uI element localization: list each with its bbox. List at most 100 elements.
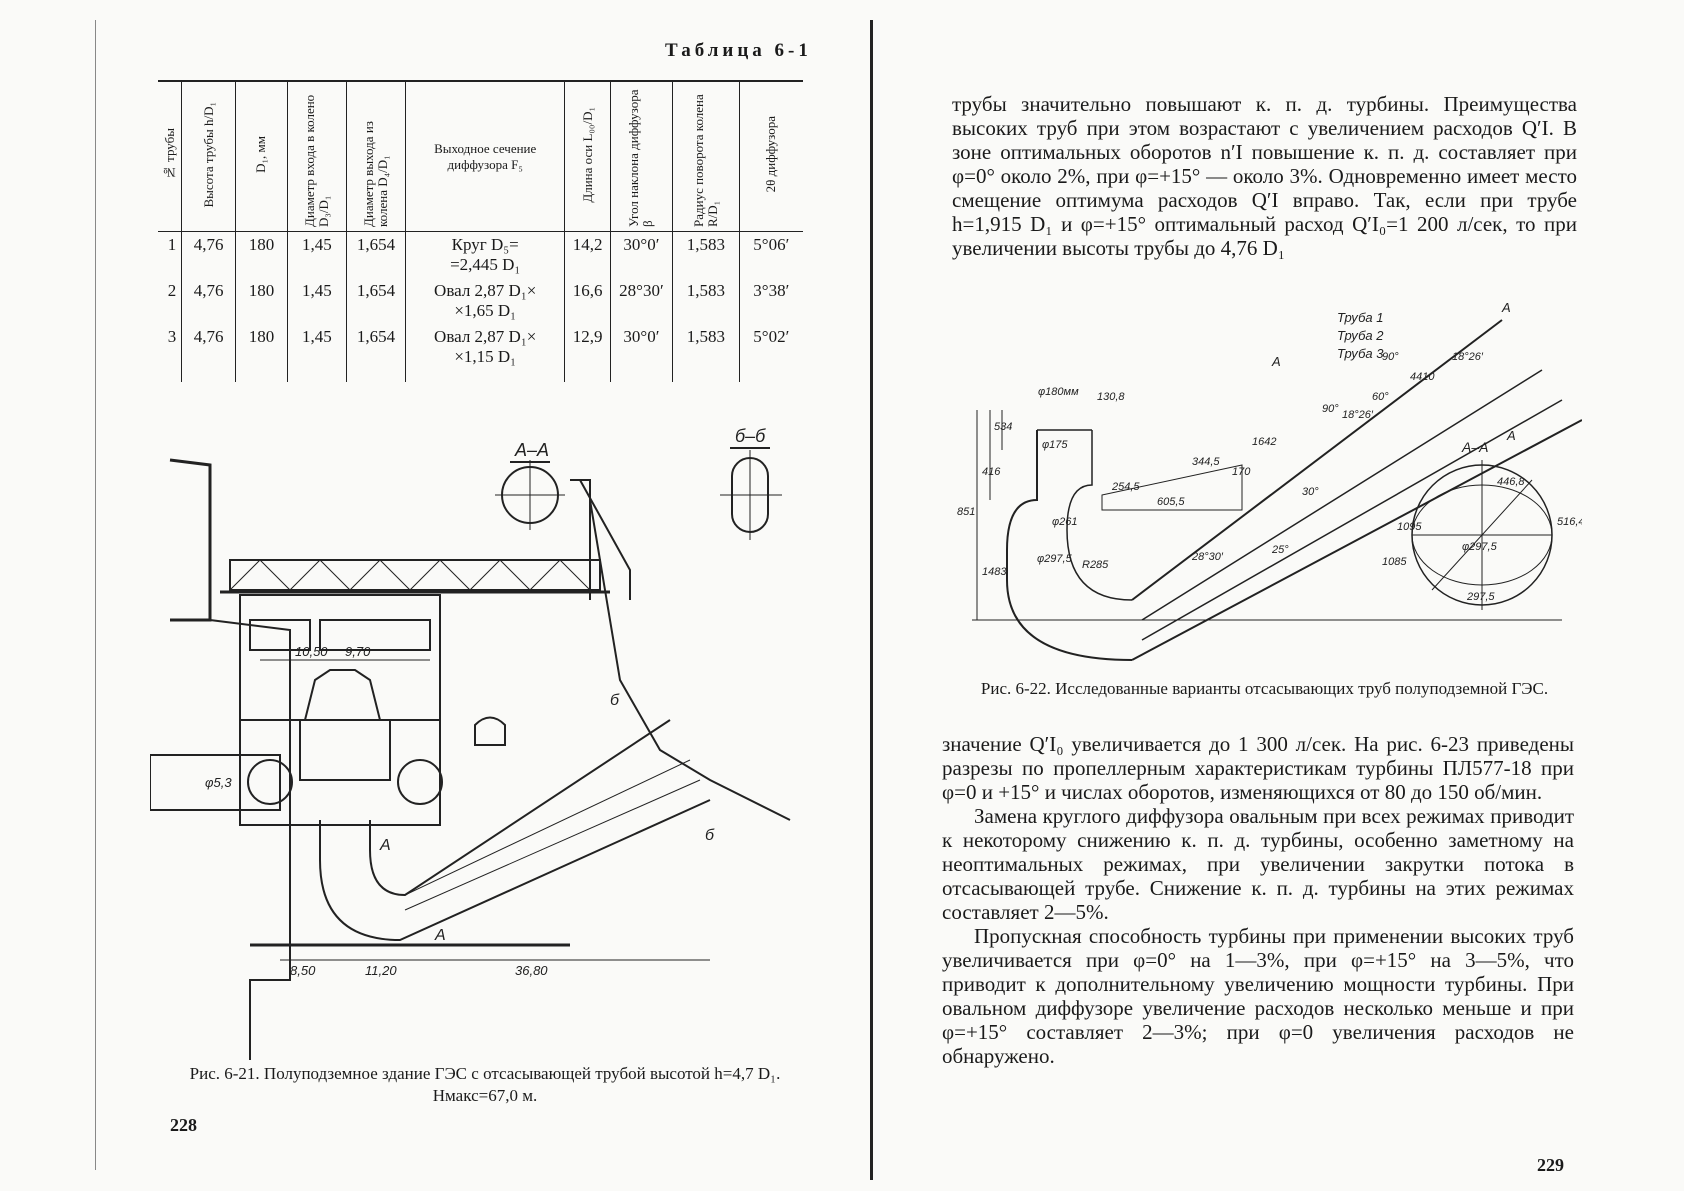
draft-tube-upper bbox=[319, 799, 711, 942]
header-cell: 2θ диффузора bbox=[738, 80, 803, 232]
table-cell: Овал 2,87 D₁× ×1,15 D₁ bbox=[405, 324, 565, 382]
table-6-1: № трубы Высота трубы h/D₁ D₁, мм Диаметр… bbox=[158, 80, 803, 382]
svg-text:446,8: 446,8 bbox=[1497, 476, 1525, 488]
section-aa-label: А–А bbox=[514, 440, 549, 460]
table-cell: 5°06′ bbox=[738, 231, 803, 278]
dimension-lines: 10,50 9,70 8,50 11,20 36,80 bbox=[260, 644, 710, 978]
table-cell: 180 bbox=[235, 324, 288, 382]
table-cell: 1,583 bbox=[672, 278, 740, 324]
svg-text:φ261: φ261 bbox=[1052, 516, 1078, 528]
svg-text:Труба 2: Труба 2 bbox=[1337, 328, 1384, 343]
rock-slope bbox=[589, 499, 791, 821]
svg-text:φ175: φ175 bbox=[1042, 439, 1068, 451]
table-cell: 1,45 bbox=[286, 278, 347, 324]
table-cell: 30°0′ bbox=[609, 231, 673, 278]
generator bbox=[303, 669, 382, 721]
svg-text:344,5: 344,5 bbox=[1192, 456, 1220, 468]
svg-text:516,4: 516,4 bbox=[1557, 516, 1582, 528]
table-cell: 1,654 bbox=[345, 231, 406, 278]
table-cell: 14,2 bbox=[564, 231, 611, 278]
right-page: трубы значительно повышают к. п. д. турб… bbox=[842, 0, 1684, 1191]
body-text: значение Q′I₀ увеличивается до 1 300 л/с… bbox=[942, 732, 1574, 1068]
svg-text:297,5: 297,5 bbox=[1466, 591, 1495, 603]
svg-text:φ5,3: φ5,3 bbox=[205, 775, 232, 790]
paragraph-3: Замена круглого диффузора овальным при в… bbox=[942, 804, 1574, 924]
table-cell: 30°0′ bbox=[609, 324, 673, 382]
svg-text:R285: R285 bbox=[1082, 559, 1109, 571]
tube-elbow-inner bbox=[1066, 430, 1133, 601]
svg-text:28°30′: 28°30′ bbox=[1191, 551, 1224, 563]
svg-text:851: 851 bbox=[957, 506, 975, 518]
paragraph-2: значение Q′I₀ увеличивается до 1 300 л/с… bbox=[942, 732, 1574, 804]
table-cell: 1,45 bbox=[286, 231, 347, 278]
draft-tube-lower bbox=[369, 719, 671, 897]
roof-truss bbox=[229, 559, 601, 591]
page-number-left: 228 bbox=[170, 1115, 197, 1135]
svg-text:36,80: 36,80 bbox=[515, 963, 548, 978]
svg-text:Труба 1: Труба 1 bbox=[1337, 310, 1383, 325]
svg-text:Труба 3: Труба 3 bbox=[1337, 346, 1384, 361]
header-cell: Радиус поворота колена R/D₁ bbox=[672, 80, 740, 232]
figure-6-21-drawing: А–А б–б φ5,3 bbox=[150, 426, 791, 1060]
table-row: 1 4,76 180 1,45 1,654 Круг D₅= =2,445 D₁… bbox=[158, 231, 803, 278]
table-cell: 1,45 bbox=[286, 324, 347, 382]
svg-text:9,70: 9,70 bbox=[345, 644, 371, 659]
left-page: Таблица 6-1 № трубы Высота трубы h/D₁ D₁… bbox=[150, 40, 808, 1135]
header-cell: D₁, мм bbox=[235, 80, 288, 232]
figure-6-21-caption: Рис. 6-21. Полуподземное здание ГЭС с от… bbox=[189, 1064, 781, 1105]
svg-text:254,5: 254,5 bbox=[1111, 481, 1140, 493]
header-cell: Угол наклона диффузора β bbox=[609, 80, 673, 232]
rock-wall-left bbox=[169, 458, 212, 622]
figure-6-22-drawing: Труба 1 Труба 2 Труба 3 А–А bbox=[957, 300, 1582, 661]
book-spine bbox=[870, 20, 873, 1180]
svg-text:605,5: 605,5 bbox=[1157, 496, 1185, 508]
svg-text:1085: 1085 bbox=[1382, 556, 1407, 568]
svg-text:8,50: 8,50 bbox=[290, 963, 316, 978]
svg-text:10,50: 10,50 bbox=[295, 644, 328, 659]
svg-text:170: 170 bbox=[1232, 466, 1251, 478]
svg-text:1095: 1095 bbox=[1397, 521, 1422, 533]
svg-text:А: А bbox=[1501, 300, 1511, 315]
svg-text:130,8: 130,8 bbox=[1097, 391, 1125, 403]
svg-text:30°: 30° bbox=[1302, 486, 1319, 498]
table-cell: 16,6 bbox=[564, 278, 611, 324]
svg-text:φ297,5: φ297,5 bbox=[1462, 541, 1498, 553]
section-aa-view: А–А bbox=[1411, 439, 1553, 610]
header-cell: Диаметр входа в колено D₃/D₁ bbox=[286, 80, 347, 232]
table-cell: 28°30′ bbox=[609, 278, 673, 324]
svg-text:φ180мм: φ180мм bbox=[1038, 386, 1079, 398]
svg-text:60°: 60° bbox=[1372, 391, 1389, 403]
table-cell: 4,76 bbox=[181, 324, 236, 382]
svg-text:φ297,5: φ297,5 bbox=[1037, 553, 1073, 565]
table-cell: 4,76 bbox=[181, 278, 236, 324]
svg-text:б: б bbox=[610, 692, 620, 709]
header-cell: Выходное сечение диффузора F₅ bbox=[405, 80, 565, 232]
powerhouse-block bbox=[239, 594, 441, 826]
table-cell: 1 bbox=[167, 235, 177, 254]
figure-6-22-caption: Рис. 6-22. Исследованные варианты отсасы… bbox=[980, 679, 1549, 698]
svg-text:90°: 90° bbox=[1322, 403, 1339, 415]
table-cell: Круг D₅= =2,445 D₁ bbox=[405, 231, 565, 278]
table-cell: Овал 2,87 D₁× ×1,65 D₁ bbox=[405, 278, 565, 324]
header-cell: Высота трубы h/D₁ bbox=[181, 80, 236, 232]
penstock bbox=[150, 754, 281, 811]
svg-text:1642: 1642 bbox=[1252, 436, 1276, 448]
table-cell: 1,583 bbox=[672, 324, 740, 382]
header-cell: Длина оси L₀₀/D₁ bbox=[564, 80, 611, 232]
page-number-right: 229 bbox=[1537, 1155, 1564, 1175]
svg-text:А: А bbox=[379, 837, 391, 854]
page-edge-line bbox=[95, 20, 96, 1170]
svg-text:1483: 1483 bbox=[982, 566, 1007, 578]
svg-text:А–А: А–А bbox=[1461, 439, 1488, 455]
svg-text:416: 416 bbox=[982, 466, 1001, 478]
table-cell: 12,9 bbox=[564, 324, 611, 382]
table-cell: 5°02′ bbox=[738, 324, 803, 382]
svg-text:А: А bbox=[434, 927, 446, 944]
svg-text:11,20: 11,20 bbox=[365, 963, 397, 978]
table-cell: 180 bbox=[235, 278, 288, 324]
tube-legend: Труба 1 Труба 2 Труба 3 bbox=[1337, 310, 1384, 361]
dimension-lines: 851 416 534 1483 φ180мм 130,8 φ175 1642 … bbox=[957, 300, 1582, 621]
table-header-row: № трубы Высота трубы h/D₁ D₁, мм Диаметр… bbox=[158, 80, 803, 232]
table-cell: 3 bbox=[167, 327, 177, 346]
paragraph-1: трубы значительно повышают к. п. д. турб… bbox=[952, 92, 1577, 260]
